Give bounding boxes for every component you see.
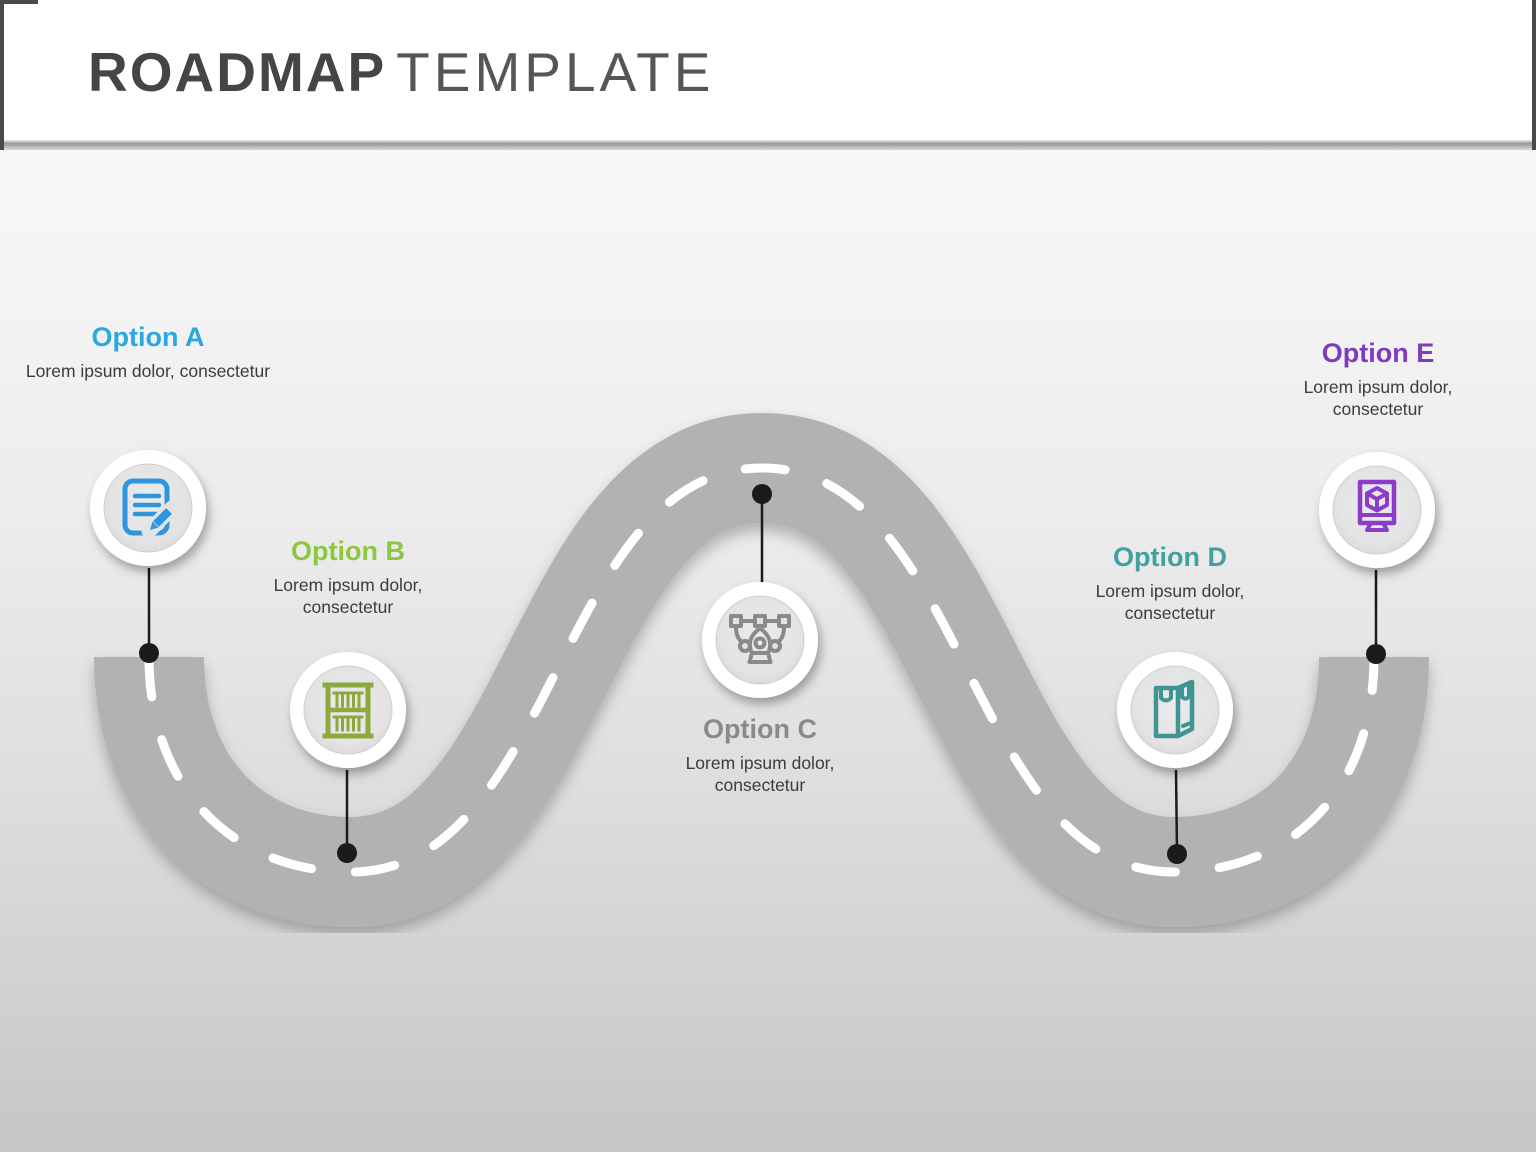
document-edit-icon: [122, 478, 180, 539]
title-word-light: TEMPLATE: [396, 41, 715, 103]
connectors: [147, 494, 1378, 854]
title-word-bold: ROADMAP: [88, 41, 387, 103]
milestone-c-title: Option C: [703, 714, 817, 744]
badge-disc: [1130, 665, 1220, 755]
milestone-b-label-block: Option B Lorem ipsum dolor, consectetur: [258, 536, 438, 618]
road: [94, 412, 1429, 928]
milestone-d-label-block: Option D Lorem ipsum dolor, consectetur: [1080, 542, 1260, 624]
top-edge-line: [0, 0, 38, 4]
marker-dot-d: [1167, 844, 1187, 864]
milestone-d-description: Lorem ipsum dolor, consectetur: [1095, 581, 1245, 624]
marker-dot-b: [337, 843, 357, 863]
marker-dot-c: [752, 484, 772, 504]
road-markers: [139, 484, 1386, 864]
milestone-d-title: Option D: [1113, 542, 1227, 572]
package-box-icon: [1153, 679, 1195, 739]
milestone-e-label-block: Option E Lorem ipsum dolor, consectetur: [1288, 338, 1468, 420]
milestone-a-title: Option A: [91, 322, 205, 352]
milestone-e-description: Lorem ipsum dolor, consectetur: [1303, 377, 1453, 420]
road-center-dashes: [144, 463, 1379, 877]
building-columns-icon: [322, 682, 374, 739]
monitor-cube-icon: [1357, 479, 1397, 532]
milestone-e-title: Option E: [1321, 338, 1435, 368]
marker-dot-e: [1366, 644, 1386, 664]
marker-dot-a: [139, 643, 159, 663]
milestone-badge-e: [1319, 452, 1435, 568]
right-edge-line: [1532, 0, 1536, 150]
milestone-badge-b: [290, 652, 406, 768]
milestone-c-description: Lorem ipsum dolor, consectetur: [685, 753, 835, 796]
header-divider: [0, 140, 1536, 150]
milestone-a-label-block: Option A Lorem ipsum dolor, consectetur: [8, 322, 288, 382]
connector-d: [1174, 769, 1179, 854]
milestone-badge-d: [1117, 652, 1233, 768]
milestone-badge-c: [702, 582, 818, 698]
milestone-badge-a: [90, 450, 206, 566]
milestone-b-title: Option B: [291, 536, 405, 566]
left-edge-line: [0, 0, 4, 150]
milestone-a-description: Lorem ipsum dolor, consectetur: [25, 361, 271, 381]
pen-tool-icon: [729, 614, 791, 664]
milestone-c-label-block: Option C Lorem ipsum dolor, consectetur: [670, 714, 850, 796]
milestone-b-description: Lorem ipsum dolor, consectetur: [273, 575, 423, 618]
